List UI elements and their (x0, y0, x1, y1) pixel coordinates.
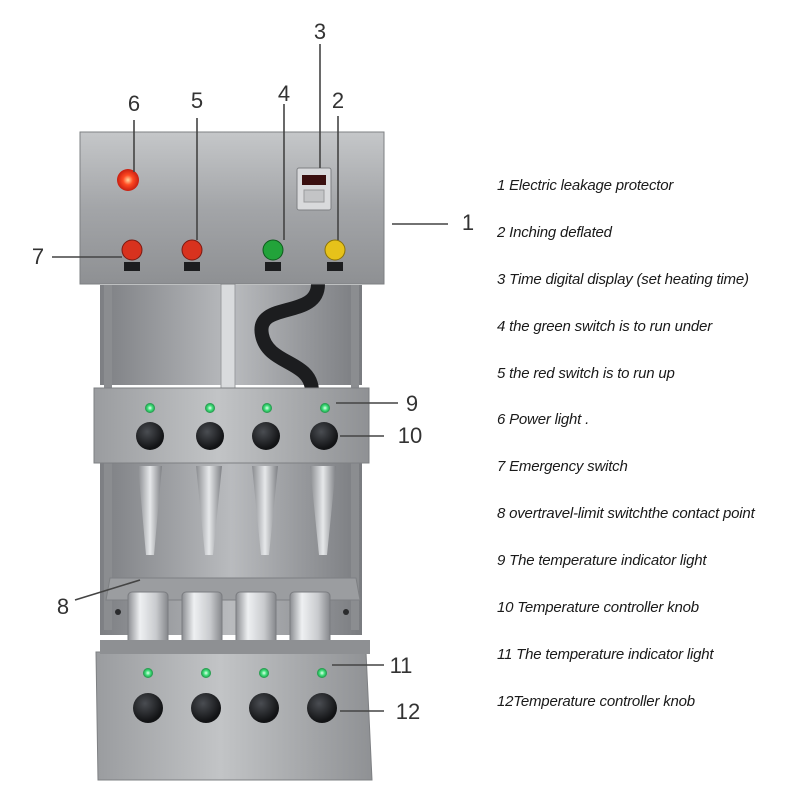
base-lip (100, 640, 370, 654)
legend-item: 5 the red switch is to run up (497, 364, 675, 382)
knob (136, 422, 164, 450)
knob (196, 422, 224, 450)
mold-cup (289, 591, 331, 645)
cone-mold (196, 466, 222, 555)
legend-item: 3 Time digital display (set heating time… (497, 270, 749, 288)
callout-11: 11 (390, 653, 413, 678)
cone-mold (310, 466, 336, 555)
limit-switch-contact (115, 609, 121, 615)
mold-cup (127, 591, 169, 645)
indicator-light (143, 668, 153, 678)
knob (252, 422, 280, 450)
callout-8: 8 (57, 594, 69, 619)
legend-list: 1 Electric leakage protector 2 Inching d… (497, 172, 797, 735)
legend-item: 12Temperature controller knob (497, 692, 695, 710)
legend-item: 1 Electric leakage protector (497, 177, 674, 194)
callout-9: 9 (406, 391, 418, 416)
upper-temperature-knobs (136, 422, 338, 450)
legend-item: 7 Emergency switch (497, 458, 628, 476)
legend-item: 2 Inching deflated (497, 223, 612, 241)
mold-cup (181, 591, 223, 645)
upper-indicator-lights (145, 403, 330, 413)
legend-item: 11 The temperature indicator light (497, 645, 714, 663)
limit-switch-contact (343, 609, 349, 615)
time-digital-display (296, 167, 332, 211)
knob (191, 693, 221, 723)
callout-10: 10 (398, 423, 422, 448)
cable-hose (254, 277, 325, 397)
cone-mold (252, 466, 278, 555)
cone-mold (138, 466, 162, 555)
yellow-inching-deflated-button (324, 239, 346, 271)
legend-item: 9 The temperature indicator light (497, 552, 707, 570)
emergency-switch (121, 239, 143, 271)
indicator-light (262, 403, 272, 413)
leader-lines (52, 44, 448, 712)
indicator-light (317, 668, 327, 678)
mold-cup (235, 591, 277, 645)
lower-temperature-knobs (133, 693, 337, 723)
callout-12: 12 (396, 699, 420, 724)
legend-item: 4 the green switch is to run under (497, 317, 712, 335)
indicator-light (145, 403, 155, 413)
callout-3: 3 (314, 19, 326, 44)
display-buttons (303, 189, 325, 203)
callout-5: 5 (191, 88, 203, 113)
knob (310, 422, 338, 450)
callout-4: 4 (278, 81, 290, 106)
leader-8 (74, 579, 141, 601)
legend-item: 8 overtravel-limit switchthe contact poi… (497, 505, 755, 523)
legend-item: 6 Power light . (497, 411, 590, 429)
indicator-light (259, 668, 269, 678)
lift-rod (220, 283, 236, 390)
cone-molds (138, 466, 336, 555)
power-light (117, 169, 139, 191)
knob (133, 693, 163, 723)
green-switch-run-under (262, 239, 284, 271)
indicator-light (320, 403, 330, 413)
lower-indicator-lights (143, 668, 327, 678)
callout-numbers: 3 6 5 4 2 1 7 8 9 10 11 12 (32, 19, 474, 724)
callout-1: 1 (462, 210, 474, 235)
display-screen (302, 175, 326, 185)
red-switch-run-up (181, 239, 203, 271)
knob (249, 693, 279, 723)
indicator-light (205, 403, 215, 413)
indicator-light (201, 668, 211, 678)
callout-2: 2 (332, 88, 344, 113)
knob (307, 693, 337, 723)
callout-6: 6 (128, 91, 140, 116)
callout-7: 7 (32, 244, 44, 269)
legend-item: 10 Temperature controller knob (497, 599, 699, 617)
